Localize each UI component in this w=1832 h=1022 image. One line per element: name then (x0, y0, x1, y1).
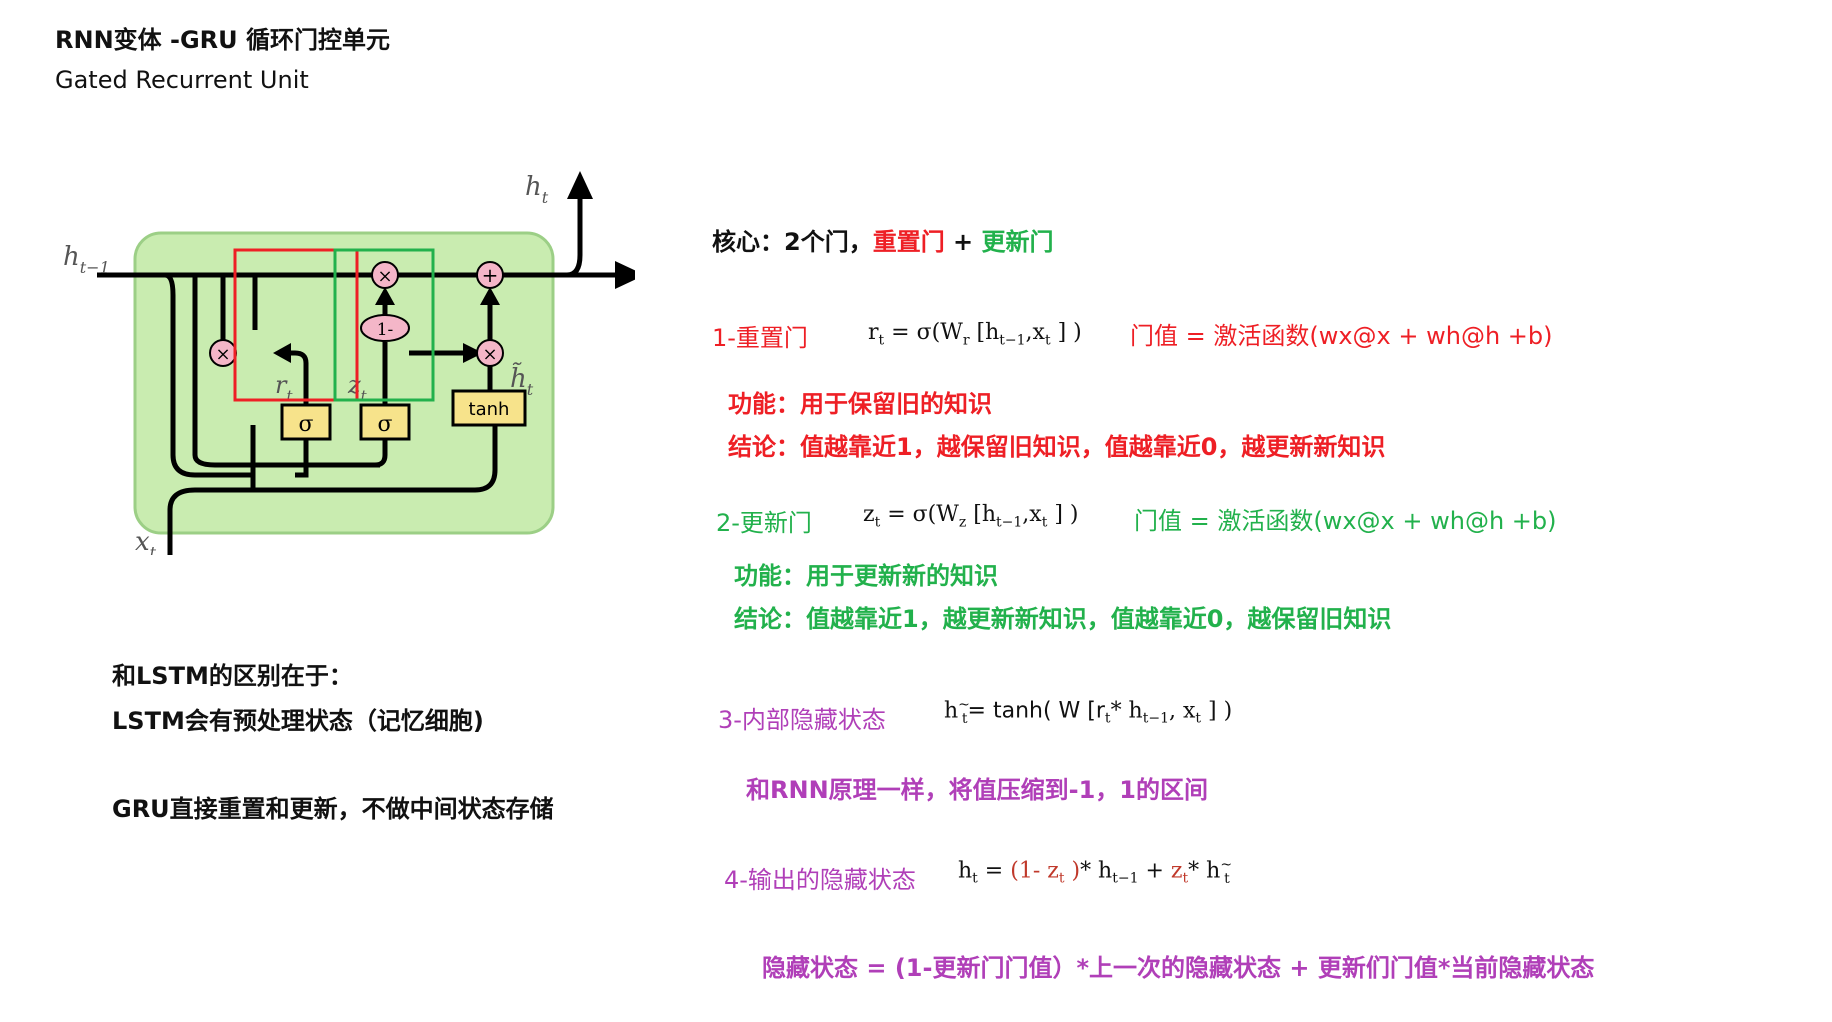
page-subtitle: Gated Recurrent Unit (55, 66, 309, 94)
svg-text:ht−1: ht−1 (63, 242, 110, 277)
plus-icon: + (482, 263, 499, 287)
core-update: 更新门 (981, 228, 1054, 256)
reset-gate-highlight (233, 248, 359, 402)
mult-icon: × (377, 266, 392, 287)
sigma-label: σ (298, 412, 313, 437)
label-h-prev: h (63, 242, 80, 272)
inner-state-label: 3-内部隐藏状态 (718, 706, 886, 734)
sigma-label: σ (377, 412, 392, 437)
mult-icon: × (215, 344, 230, 365)
update-gate-label: 2-更新门 (716, 509, 812, 537)
cell-box (133, 231, 555, 535)
svg-text:h̃t: h̃t (510, 362, 534, 399)
reset-gate-function: 功能：用于保留旧的知识 (728, 390, 992, 418)
reset-gate-label: 1-重置门 (712, 324, 808, 352)
update-gate-highlight (333, 248, 435, 402)
comparison-line-1: 和LSTM的区别在于： (112, 662, 353, 690)
output-state-label: 4-输出的隐藏状态 (724, 866, 916, 894)
svg-text:xt: xt (135, 527, 157, 555)
output-state-note: 隐藏状态 = (1-更新门门值）*上一次的隐藏状态 + 更新们门值*当前隐藏状态 (762, 954, 1595, 982)
gru-diagram: × × + × 1- σ σ tanh ht ht−1 xt rt zt h̃t (63, 171, 635, 555)
reset-gate-conclusion: 结论：值越靠近1，越保留旧知识，值越靠近0，越更新新知识 (728, 433, 1386, 461)
svg-text:rt: rt (275, 371, 293, 405)
label-x-t: x (135, 527, 150, 555)
update-gate-function: 功能：用于更新新的知识 (734, 562, 998, 590)
update-gate-formula: zt = σ(Wz [ht−1,xt ] ) (863, 502, 1079, 531)
mult-icon: × (482, 344, 497, 365)
update-gate-value: 门值 = 激活函数(wx@x + wh@h +b) (1134, 507, 1557, 535)
one-minus-label: 1- (377, 320, 394, 340)
label-h-tilde: h̃ (510, 362, 527, 394)
output-state-formula: ht = (1- zt )* ht−1 + zt* h~t (958, 857, 1233, 887)
comparison-line-2: LSTM会有预处理状态（记忆细胞) (112, 707, 484, 735)
label-r-t: r (275, 371, 288, 399)
label-h-t: h (525, 172, 542, 202)
inner-state-formula: h~t= tanh( W [rt* ht−1, xt ] ) (944, 697, 1233, 727)
tanh-label: tanh (469, 399, 510, 420)
output-arrow (615, 261, 635, 289)
inner-state-note: 和RNN原理一样，将值压缩到-1，1的区间 (746, 776, 1209, 804)
comparison-line-3: GRU直接重置和更新，不做中间状态存储 (112, 795, 554, 823)
svg-text:ht: ht (525, 172, 549, 207)
reset-gate-value: 门值 = 激活函数(wx@x + wh@h +b) (1130, 322, 1553, 350)
label-z-t: z (347, 371, 361, 399)
core-reset: 重置门 (872, 228, 945, 256)
update-gate-conclusion: 结论：值越靠近1，越更新新知识，值越靠近0，越保留旧知识 (734, 605, 1392, 633)
page-title: RNN变体 -GRU 循环门控单元 (55, 26, 390, 54)
reset-gate-formula: rt = σ(Wr [ht−1,xt ] ) (868, 320, 1082, 349)
core-line: 核心：2个门，重置门 + 更新门 (712, 228, 1054, 256)
